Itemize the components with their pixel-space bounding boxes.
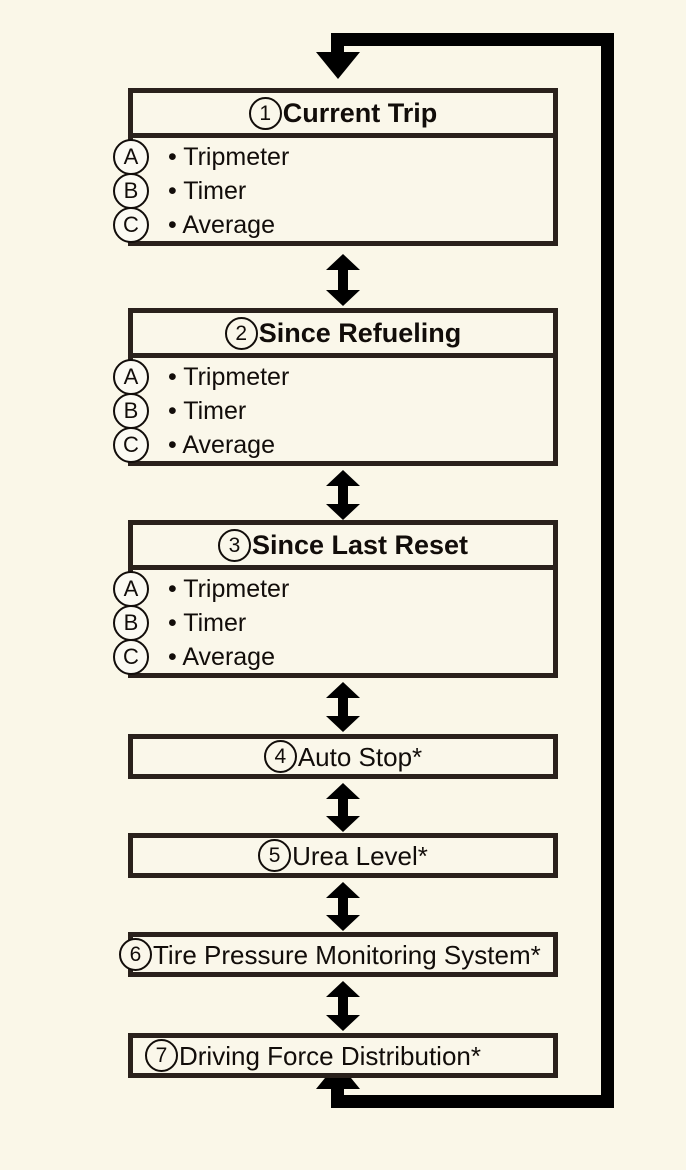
node-6-title: 6 Tire Pressure Monitoring System* <box>119 937 553 972</box>
arrowhead-up-icon <box>326 783 360 799</box>
letter-badge-b: B <box>113 605 149 641</box>
list-item[interactable]: A • Tripmeter <box>113 359 553 395</box>
node-3-title-text: Since Last Reset <box>251 530 469 560</box>
list-item-label: • Timer <box>168 396 247 425</box>
node-7-title-text: Driving Force Distribution* <box>179 1040 481 1071</box>
letter-badge-c: C <box>113 639 149 675</box>
arrow-shaft <box>338 795 348 820</box>
double-arrow-node2-node3 <box>326 470 360 520</box>
node-tire-pressure-monitoring-system[interactable]: 6 Tire Pressure Monitoring System* <box>119 932 558 977</box>
number-badge-6: 6 <box>119 938 152 971</box>
number-badge-2: 2 <box>224 316 258 350</box>
node-2-body: A • Tripmeter B • Timer C • Average <box>113 358 553 466</box>
list-item-label: • Tripmeter <box>168 362 290 391</box>
node-2-title: 2 Since Refueling <box>133 313 553 358</box>
arrowhead-up-icon <box>326 254 360 270</box>
list-item-label: • Tripmeter <box>168 142 290 171</box>
letter-badge-a: A <box>113 571 149 607</box>
letter-badge-a: A <box>113 139 149 175</box>
node-4-title: 4 Auto Stop* <box>133 739 553 774</box>
list-item[interactable]: A • Tripmeter <box>113 571 553 607</box>
arrowhead-up-icon <box>326 470 360 486</box>
node-1-title: 1 Current Trip <box>133 93 553 138</box>
node-3-title: 3 Since Last Reset <box>133 525 553 570</box>
node-since-last-reset[interactable]: 3 Since Last Reset A • Tripmeter B • Tim… <box>113 520 558 678</box>
node-2-title-text: Since Refueling <box>258 318 462 348</box>
arrowhead-down-icon <box>326 716 360 732</box>
node-auto-stop[interactable]: 4 Auto Stop* <box>128 734 558 779</box>
list-item-label: • Average <box>168 430 275 459</box>
loop-right-vertical-segment <box>601 33 614 1108</box>
number-badge-3: 3 <box>217 528 251 562</box>
node-driving-force-distribution[interactable]: 7 Driving Force Distribution* <box>128 1033 558 1078</box>
list-item-label: • Timer <box>168 176 247 205</box>
letter-badge-c: C <box>113 427 149 463</box>
arrow-shaft <box>338 894 348 919</box>
list-item[interactable]: C • Average <box>113 427 553 463</box>
arrowhead-up-icon <box>326 981 360 997</box>
loop-bottom-horizontal-segment <box>331 1095 614 1108</box>
loop-top-horizontal-segment <box>331 33 614 46</box>
node-4-title-text: Auto Stop* <box>297 741 423 772</box>
number-badge-1: 1 <box>248 96 282 130</box>
loop-arrowhead-into-node-1 <box>316 52 360 79</box>
list-item[interactable]: B • Timer <box>113 173 553 209</box>
arrowhead-up-icon <box>326 682 360 698</box>
number-badge-4: 4 <box>263 740 297 773</box>
list-item-label: • Tripmeter <box>168 574 290 603</box>
loop-top-down-stem <box>331 33 344 58</box>
list-item-label: • Average <box>168 642 275 671</box>
double-arrow-node3-node4 <box>326 682 360 732</box>
node-7-title: 7 Driving Force Distribution* <box>133 1038 553 1073</box>
arrow-shaft <box>338 993 348 1019</box>
arrowhead-down-icon <box>326 915 360 931</box>
node-6-title-text: Tire Pressure Monitoring System* <box>153 939 541 970</box>
letter-badge-c: C <box>113 207 149 243</box>
double-arrow-node1-node2 <box>326 254 360 306</box>
arrow-shaft <box>338 694 348 720</box>
node-1-body: A • Tripmeter B • Timer C • Average <box>113 138 553 246</box>
arrowhead-down-icon <box>326 290 360 306</box>
number-badge-7: 7 <box>145 1039 178 1072</box>
list-item[interactable]: C • Average <box>113 207 553 243</box>
node-3-body: A • Tripmeter B • Timer C • Average <box>113 570 553 678</box>
list-item-label: • Timer <box>168 608 247 637</box>
letter-badge-b: B <box>113 393 149 429</box>
arrowhead-down-icon <box>326 816 360 832</box>
node-1-title-text: Current Trip <box>282 98 438 128</box>
letter-badge-b: B <box>113 173 149 209</box>
arrowhead-up-icon <box>326 882 360 898</box>
node-5-title-text: Urea Level* <box>292 840 428 871</box>
double-arrow-node4-node5 <box>326 783 360 832</box>
number-badge-5: 5 <box>258 839 292 872</box>
letter-badge-a: A <box>113 359 149 395</box>
node-5-title: 5 Urea Level* <box>133 838 553 873</box>
list-item[interactable]: A • Tripmeter <box>113 139 553 175</box>
arrowhead-down-icon <box>326 504 360 520</box>
node-since-refueling[interactable]: 2 Since Refueling A • Tripmeter B • Time… <box>113 308 558 466</box>
loop-bottom-up-stem <box>331 1083 344 1108</box>
arrow-shaft <box>338 266 348 294</box>
list-item[interactable]: B • Timer <box>113 393 553 429</box>
node-urea-level[interactable]: 5 Urea Level* <box>128 833 558 878</box>
list-item-label: • Average <box>168 210 275 239</box>
list-item[interactable]: C • Average <box>113 639 553 675</box>
arrowhead-down-icon <box>326 1015 360 1031</box>
list-item[interactable]: B • Timer <box>113 605 553 641</box>
double-arrow-node5-node6 <box>326 882 360 931</box>
node-current-trip[interactable]: 1 Current Trip A • Tripmeter B • Timer C… <box>113 88 558 246</box>
arrow-shaft <box>338 482 348 508</box>
double-arrow-node6-node7 <box>326 981 360 1031</box>
